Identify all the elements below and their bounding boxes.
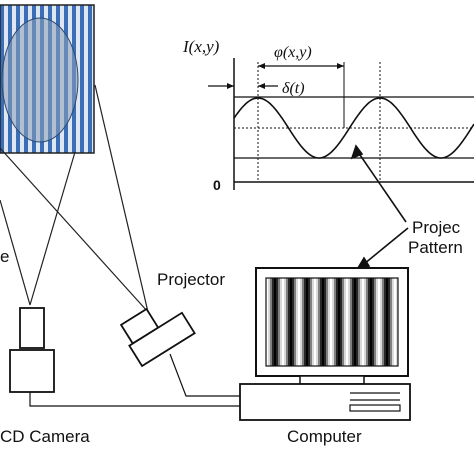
fringe-stripe [366,278,368,366]
fringe-stripe [318,278,320,366]
fringe-stripe [276,278,278,366]
fringe-stripe [370,278,372,366]
fringe-stripe [300,278,302,366]
monitor-fringe-pattern [266,278,398,366]
fringe-stripe [360,278,362,366]
fringe-stripe [322,278,324,366]
fringe-stripe [372,278,374,366]
fringe-stripe [296,278,298,366]
fringe-stripe [302,278,304,366]
fringe-stripe [306,278,308,366]
fringe-stripe [380,278,382,366]
fringe-stripe [358,278,360,366]
cables [29,353,240,407]
fringe-stripe [368,278,370,366]
fringe-stripe [324,278,326,366]
fringe-stripe [294,278,296,366]
computer-label: Computer [287,427,362,446]
fringe-stripe [352,278,354,366]
zero-label: 0 [213,177,221,193]
projector-label: Projector [157,270,225,289]
fringe-stripe [344,278,346,366]
fringe-stripe [332,278,334,366]
fringe-stripe [362,278,364,366]
fringe-stripe [288,278,290,366]
fringe-stripe [388,278,390,366]
fringe-stripe [376,278,378,366]
fringe-stripe [280,278,282,366]
fringe-stripe [282,278,284,366]
fringe-stripe [290,278,292,366]
camera-label: CD Camera [0,427,90,446]
fringe-stripe [390,278,392,366]
projector-icon [119,307,196,368]
fringe-stripe [268,278,270,366]
fringe-stripe [386,278,388,366]
sine-plot [208,58,474,190]
fringe-stripe [350,278,352,366]
pattern-pointer-arrows [350,144,409,270]
fringe-stripe [394,278,396,366]
optical-rays [0,84,149,313]
projected-label-line1: Projec [412,218,461,237]
fringe-stripe [278,278,280,366]
monitor-stand [299,375,365,385]
face-fringe-image [0,4,95,154]
fringe-stripe [312,278,314,366]
fringe-stripe [316,278,318,366]
fringe-stripe [338,278,340,366]
fringe-stripe [336,278,338,366]
projected-label-line2: Pattern [408,238,463,257]
fringe-stripe [286,278,288,366]
fringe-stripe [364,278,366,366]
sine-curve [233,97,474,159]
fringe-stripe [384,278,386,366]
fringe-stripe [308,278,310,366]
fringe-stripe [392,278,394,366]
fringe-stripe [314,278,316,366]
fringe-stripe [342,278,344,366]
fringe-stripe [266,278,268,366]
fringe-stripe [378,278,380,366]
fringe-stripe [374,278,376,366]
fringe-stripe [320,278,322,366]
fringe-stripe [348,278,350,366]
fringe-stripe [356,278,358,366]
computer-monitor-icon [255,267,409,385]
fringe-stripe [272,278,274,366]
fringe-stripe [304,278,306,366]
phase-label: φ(x,y) [274,44,312,61]
fringe-stripe [340,278,342,366]
ccd-camera-icon [9,307,55,393]
left-partial-label: e [0,247,9,266]
fringe-stripe [346,278,348,366]
computer-base-icon [239,383,411,421]
fringe-stripe [396,278,398,366]
fringe-stripe [334,278,336,366]
fringe-stripe [330,278,332,366]
fringe-stripe [326,278,328,366]
shift-label: δ(t) [282,80,305,97]
fringe-stripe [382,278,384,366]
fringe-stripe [354,278,356,366]
fringe-stripe [274,278,276,366]
fringe-stripe [310,278,312,366]
intensity-label: I(x,y) [182,37,220,56]
fringe-stripe [292,278,294,366]
fringe-stripe [284,278,286,366]
fringe-stripe [270,278,272,366]
fringe-stripe [328,278,330,366]
fringe-stripe [298,278,300,366]
